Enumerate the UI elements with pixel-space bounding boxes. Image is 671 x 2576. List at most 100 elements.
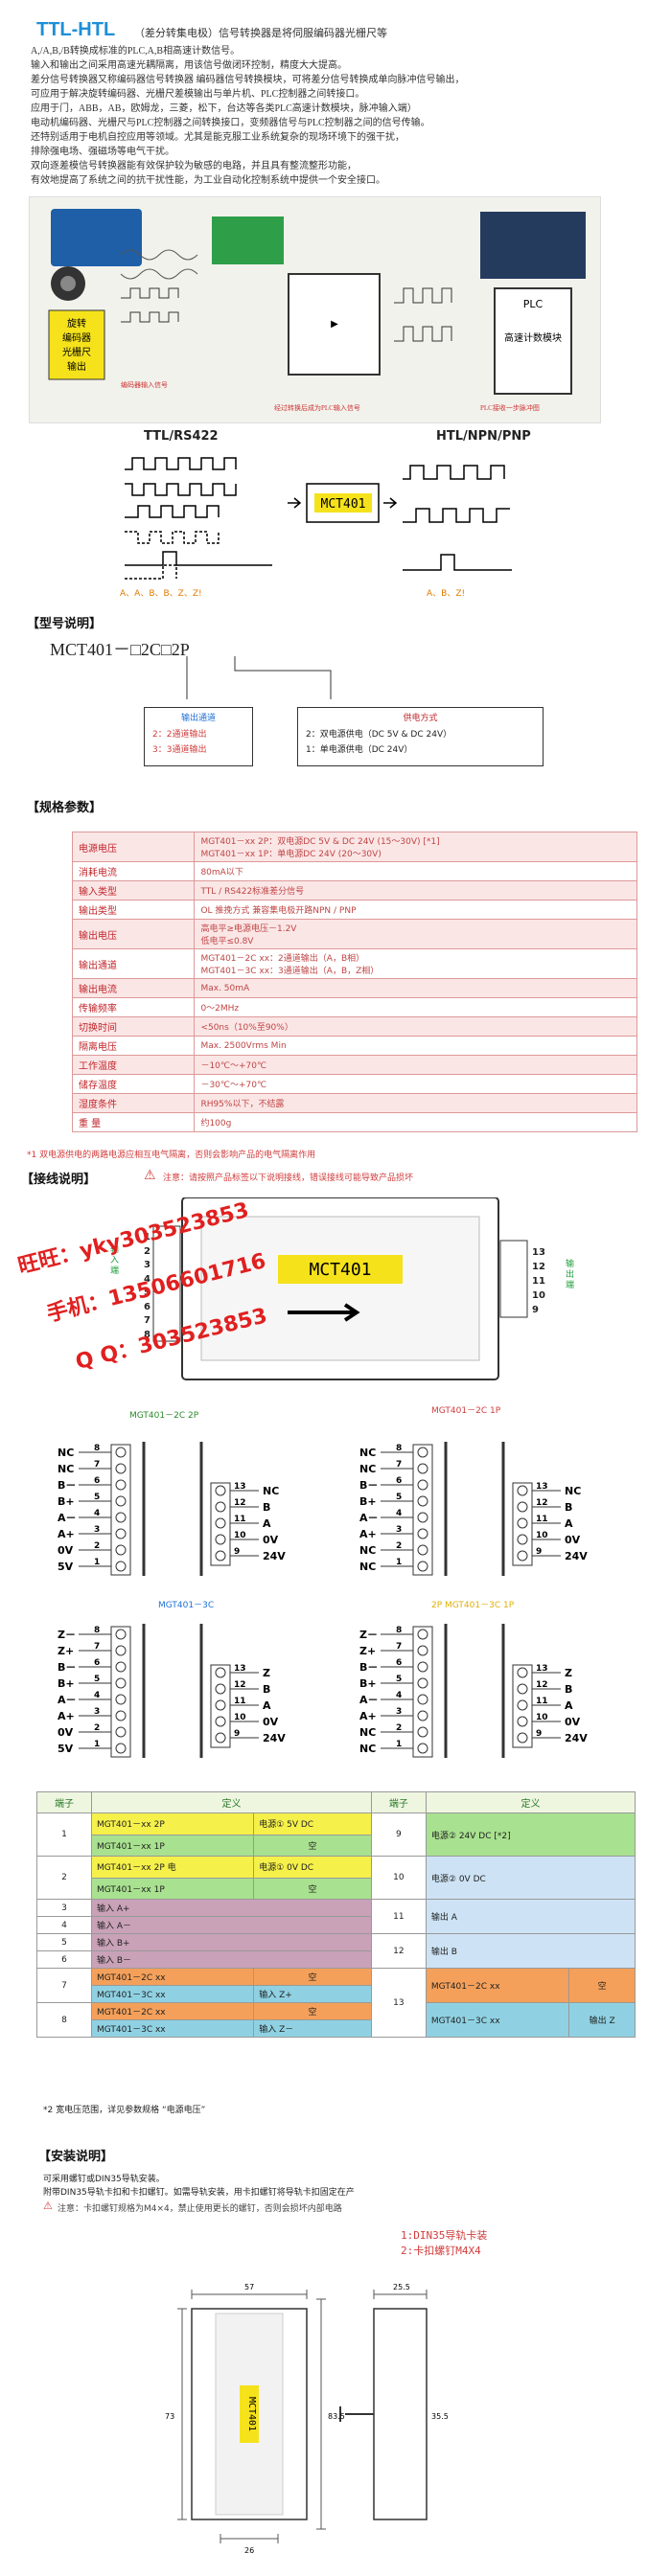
- left-terminal-block: [152, 1225, 181, 1342]
- terminal-number: 13: [536, 1664, 548, 1674]
- dim-label: 73: [165, 2412, 174, 2421]
- terminal-signal-label: B－: [359, 1479, 378, 1492]
- screw-icon: [115, 1694, 127, 1705]
- terminal-signal-label: 24V: [565, 1732, 588, 1744]
- screw-icon: [417, 1447, 428, 1458]
- module-label: MCT401: [309, 1260, 371, 1280]
- terminal-number: 4: [94, 1691, 100, 1700]
- intro-text: A,/A,B,/B转换成标准的PLC,A,B相高速计数信号。 输入和输出之间采用…: [31, 44, 644, 188]
- table-row: 3 输入 A+ 11 输出 A: [36, 1899, 636, 1934]
- terminal-number: 2: [396, 1541, 402, 1551]
- model-output-line: 3：3通道输出: [152, 745, 207, 755]
- terminal-table: 端子 定义 端子 定义 1 MGT401－xx 2P 电源① 5V DC 9 电…: [36, 1791, 636, 2038]
- screw-icon: [115, 1528, 127, 1539]
- screw-icon: [417, 1743, 428, 1754]
- screw-icon: [115, 1495, 127, 1507]
- terminal-signal-label: NC: [359, 1447, 376, 1459]
- terminal-number: 7: [396, 1642, 402, 1652]
- terminal-signal-label: 0V: [58, 1726, 74, 1739]
- screw-icon: [517, 1517, 528, 1529]
- square-wave: [394, 326, 452, 342]
- wiring-right-terms: 13 12 11 10 9: [532, 1247, 545, 1315]
- screw-icon: [215, 1485, 226, 1496]
- screw-icon: [417, 1479, 428, 1491]
- terminal-number: 11: [536, 1515, 548, 1524]
- intro-line: 应用于门，ABB，AB，欧姆龙，三菱，松下，台达等各类PLC高速计数模块，脉冲输…: [31, 102, 644, 116]
- svg-text:▶: ▶: [331, 319, 338, 330]
- terminal-signal-label: A－: [359, 1694, 379, 1706]
- terminal-number: 13: [234, 1664, 246, 1674]
- table-row: 工作温度－10℃～+70℃: [71, 1055, 637, 1075]
- terminal-number: 1: [396, 1740, 402, 1749]
- terminal-number: 7: [94, 1460, 100, 1470]
- signal-illustration: 旋转 编码器 光栅尺 输出 ▶ PLC 高速计数模块 编码器输入信号 经过转换后…: [48, 209, 586, 412]
- terminal-number: 12: [234, 1498, 246, 1508]
- terminal-signal-label: A+: [58, 1710, 75, 1722]
- plc-sub-label: 高速计数模块: [504, 331, 562, 344]
- wiring-main-diagram: MCT401: [152, 1197, 528, 1380]
- screw-icon: [215, 1550, 226, 1562]
- terminal-signal-label: 24V: [263, 1550, 286, 1562]
- terminal-signal-label: B: [565, 1683, 572, 1696]
- specs-section-title: 【规格参数】: [27, 800, 103, 814]
- screw-icon: [417, 1512, 428, 1523]
- terminal-signal-label: NC: [359, 1544, 376, 1557]
- terminal-signal-label: 0V: [565, 1716, 581, 1728]
- table-row: MGT401－xx 1P 空: [37, 1834, 636, 1857]
- terminal-number: 8: [94, 1626, 100, 1635]
- terminal-number: 3: [94, 1707, 100, 1717]
- dim-label: 35.5: [431, 2412, 449, 2421]
- model-output-line: 2：2通道输出: [152, 730, 207, 740]
- terminal-signal-label: B－: [359, 1661, 378, 1674]
- terminal-number: 11: [234, 1697, 246, 1706]
- screw-icon: [215, 1683, 226, 1695]
- terminal-number: 3: [94, 1525, 100, 1535]
- terminal-number: 13: [536, 1482, 548, 1492]
- model-power-line: 2：双电源供电（DC 5V & DC 24V）: [306, 730, 452, 740]
- screw-icon: [215, 1501, 226, 1513]
- install-section-title: 【安装说明】: [38, 2149, 114, 2163]
- terminal-number: 8: [396, 1626, 402, 1635]
- waveform-left-signals: A、A、B、B、Z、Z!: [120, 589, 202, 599]
- terminal-signal-label: B: [263, 1501, 270, 1514]
- terminal-signal-label: NC: [359, 1726, 376, 1739]
- terminal-number: 10: [536, 1531, 548, 1540]
- screw-icon: [517, 1667, 528, 1678]
- terminal-number: 9: [536, 1729, 542, 1739]
- terminal-number: 11: [234, 1515, 246, 1524]
- terminal-number: 7: [396, 1460, 402, 1470]
- terminal-signal-label: B: [263, 1683, 270, 1696]
- terminal-signal-label: 5V: [58, 1743, 74, 1755]
- terminal-signal-label: NC: [359, 1743, 376, 1755]
- model-power-line: 1：单电源供电（DC 24V）: [306, 745, 413, 755]
- table-row: 5 输入 B+ 12 输出 B: [36, 1933, 636, 1969]
- product-photo-banner: 旋转 编码器 光栅尺 输出 ▶ PLC 高速计数模块 编码器输入信号 经过转换后…: [29, 196, 601, 423]
- intro-line: 输入和输出之间采用高速光耦隔离，用该信号做闭环控制，精度大大提高。: [31, 60, 347, 71]
- screw-icon: [417, 1645, 428, 1656]
- model-code: MCT401－□2C□2P: [50, 640, 190, 659]
- square-wave: [121, 287, 179, 299]
- terminal-number: 8: [94, 1444, 100, 1453]
- terminal-number: 6: [94, 1476, 100, 1486]
- dim-label: 26: [244, 2546, 254, 2555]
- terminal-number: 2: [94, 1723, 100, 1733]
- warning-icon: ⚠: [43, 2200, 53, 2212]
- photo-caption-left: 编码器输入信号: [121, 380, 168, 389]
- terminal-number: 10: [234, 1531, 246, 1540]
- table-row: 8 MGT401－2C xx 空 MGT401－3C xx 输出 Z: [36, 2002, 636, 2038]
- terminal-number: 2: [94, 1541, 100, 1551]
- install-text: 可采用螺钉或DIN35导轨安装。 附带DIN35导轨卡扣和卡扣螺钉。如需导轨安装…: [43, 2175, 355, 2198]
- terminal-number: 12: [536, 1498, 548, 1508]
- terminal-signal-label: A+: [359, 1710, 377, 1722]
- screw-icon: [115, 1726, 127, 1738]
- left-terminal-block: [412, 1444, 433, 1576]
- screw-icon: [517, 1534, 528, 1545]
- intro-line-app: 应用于门，ABB，AB，欧姆龙，三菱，松下，台达等各类PLC高速计数模块，脉冲输…: [31, 103, 417, 114]
- module-side-view: [373, 2308, 428, 2520]
